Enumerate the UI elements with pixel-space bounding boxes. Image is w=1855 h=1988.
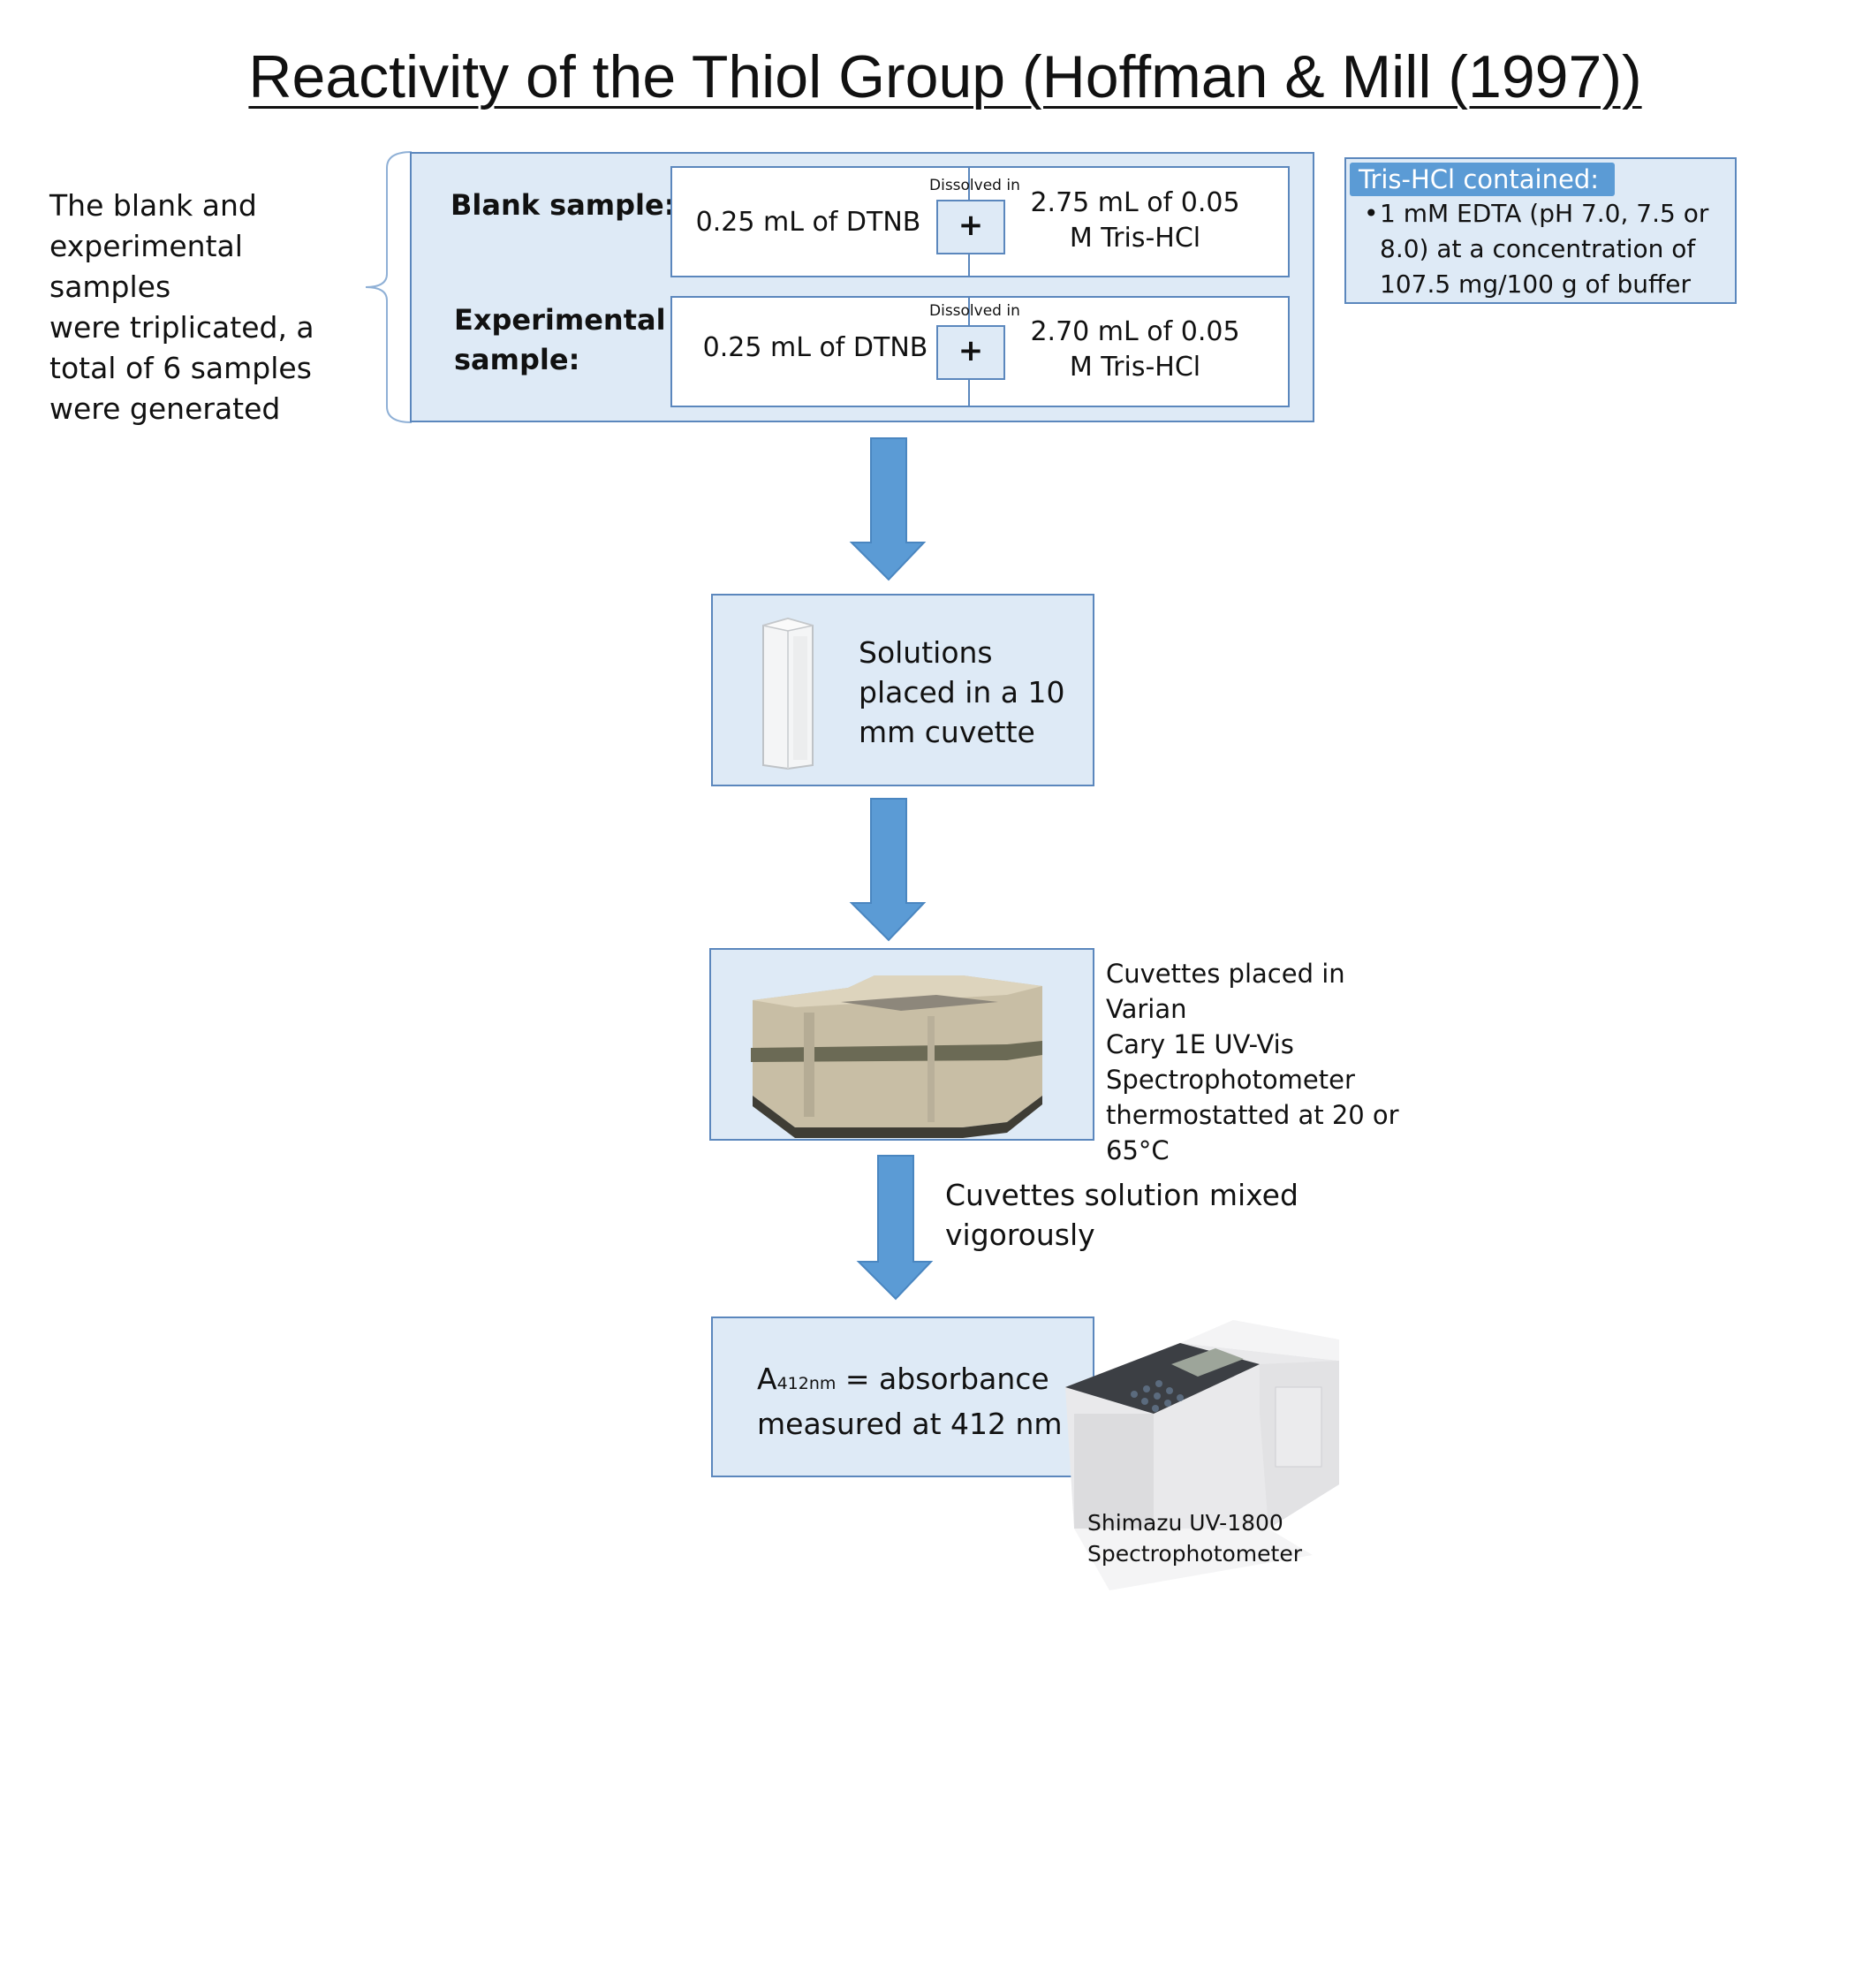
tris-info-text: 1 mM EDTA (pH 7.0, 7.5 or 8.0) at a conc… (1380, 196, 1733, 302)
experimental-reagent: 0.25 mL of DTNB (702, 332, 928, 363)
measure-step-text: A412nm = absorbance measured at 412 nm (757, 1359, 1093, 1444)
experimental-connector: Dissolved in (929, 302, 1020, 320)
flow-arrow (849, 798, 927, 942)
absorbance-subscript: 412nm (776, 1374, 837, 1393)
experimental-sample-label: Experimental sample: (454, 300, 666, 380)
experimental-label-line: sample: (454, 343, 580, 376)
tris-info-line: 8.0) at a concentration of (1380, 234, 1696, 263)
experimental-buffer: 2.70 mL of 0.05 M Tris-HCl (1016, 315, 1254, 385)
mix-step-text: Cuvettes solution mixed vigorously (945, 1175, 1316, 1255)
experimental-label-line: Experimental (454, 303, 666, 337)
cuvette-step-line: Solutions (859, 635, 993, 670)
varian-step-line: Cary 1E UV-Vis (1106, 1029, 1294, 1059)
curly-brace (365, 151, 413, 423)
blank-connector: Dissolved in (929, 177, 1020, 194)
varian-step-line: 65°C (1106, 1135, 1170, 1165)
absorbance-definition: = absorbance (836, 1362, 1049, 1396)
blank-buffer: 2.75 mL of 0.05 M Tris-HCl (1016, 186, 1254, 256)
cuvette-step-line: mm cuvette (859, 715, 1035, 749)
varian-step-line: Spectrophotometer (1106, 1065, 1355, 1095)
varian-step-line: thermostatted at 20 or (1106, 1100, 1399, 1130)
flow-arrow (856, 1155, 934, 1301)
experimental-buffer-line: M Tris-HCl (1069, 352, 1201, 383)
triplicate-note-line: The blank and (49, 188, 257, 223)
experimental-plus-operator: + (936, 325, 1005, 380)
blank-buffer-line: 2.75 mL of 0.05 (1030, 187, 1240, 218)
measure-step-line: A412nm = absorbance (757, 1359, 1093, 1404)
cuvette-step-line: placed in a 10 (859, 675, 1065, 709)
shimadzu-spectrophotometer-icon (1065, 1320, 1339, 1590)
varian-step-text: Cuvettes placed in Varian Cary 1E UV-Vis… (1106, 956, 1406, 1168)
measure-step-box (711, 1316, 1094, 1477)
blank-plus-operator: + (936, 200, 1005, 254)
mix-step-line: vigorously (945, 1218, 1095, 1252)
shimadzu-caption-line: Spectrophotometer (1087, 1541, 1302, 1567)
experimental-buffer-line: 2.70 mL of 0.05 (1030, 316, 1240, 347)
varian-step-line: Cuvettes placed in Varian (1106, 959, 1345, 1024)
tris-info-line: 107.5 mg/100 g of buffer (1380, 269, 1691, 299)
tris-info-header: Tris-HCl contained: (1350, 163, 1615, 196)
flow-arrow (849, 437, 927, 581)
varian-spectrophotometer-icon (751, 975, 1042, 1138)
experimental-sample-box (670, 296, 1290, 407)
triplicate-note-line: were triplicated, a (49, 310, 314, 345)
tris-info-bullet: • (1364, 199, 1379, 228)
shimadzu-caption-line: Shimazu UV-1800 (1087, 1510, 1283, 1536)
blank-sample-label: Blank sample: (450, 188, 676, 222)
triplicate-note-line: experimental samples (49, 229, 243, 304)
absorbance-symbol: A (757, 1362, 777, 1396)
tris-info-line: 1 mM EDTA (pH 7.0, 7.5 or (1380, 199, 1709, 228)
triplicate-note-line: were generated (49, 391, 281, 426)
shimadzu-caption: Shimazu UV-1800 Spectrophotometer (1087, 1507, 1370, 1569)
mix-step-line: Cuvettes solution mixed (945, 1178, 1298, 1212)
measure-step-line: measured at 412 nm (757, 1407, 1063, 1441)
blank-reagent: 0.25 mL of DTNB (695, 207, 921, 238)
triplicate-note-line: total of 6 samples (49, 351, 312, 385)
cuvette-step-text: Solutions placed in a 10 mm cuvette (859, 633, 1079, 752)
cuvette-icon (762, 617, 814, 770)
page-title: Reactivity of the Thiol Group (Hoffman &… (248, 43, 1642, 110)
blank-buffer-line: M Tris-HCl (1069, 223, 1201, 254)
triplicate-note: The blank and experimental samples were … (49, 186, 367, 429)
